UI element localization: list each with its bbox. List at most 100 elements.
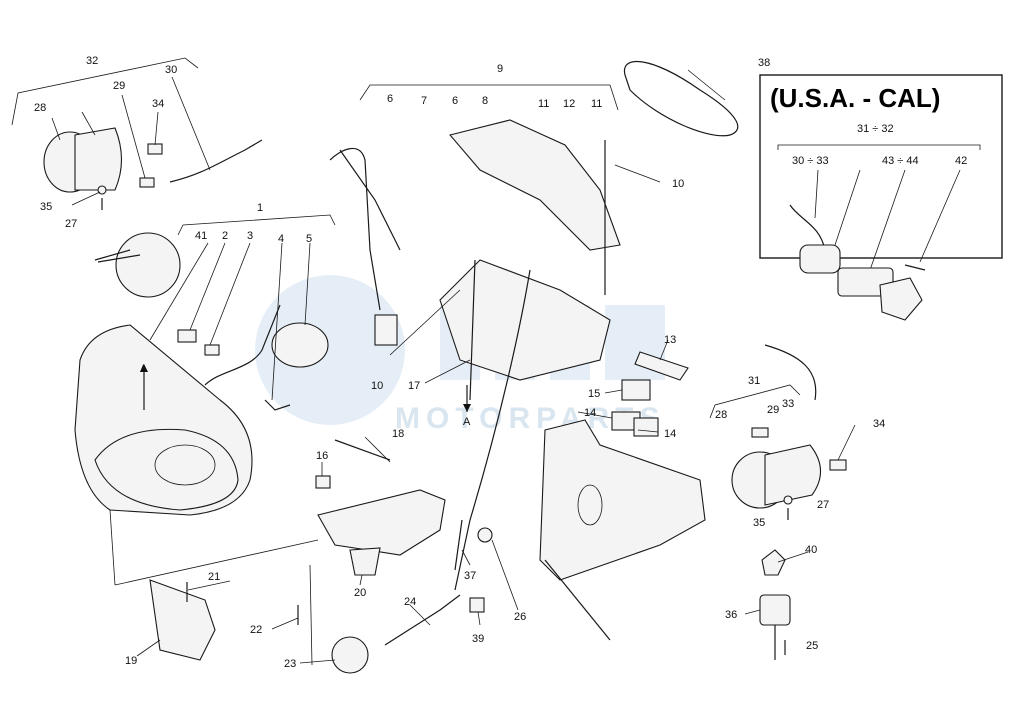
indicator-left-group (11, 57, 263, 210)
callout-28-right: 28 (715, 409, 727, 421)
indicator-housing-right-icon (764, 444, 822, 506)
callout-6-a: 6 (387, 93, 393, 105)
nut-34-icon (147, 143, 163, 155)
ignition-switch-36-icon (759, 594, 791, 626)
inset-label-c: 42 (955, 155, 967, 167)
callout-11-a: 11 (538, 98, 549, 110)
mount-bracket-icon (317, 489, 446, 556)
speedo-cable-icon (454, 269, 531, 591)
callout-9: 9 (497, 63, 503, 75)
callout-10-a: 10 (672, 178, 684, 190)
frame-section (539, 419, 706, 641)
inset-label-a: 30 ÷ 33 (792, 155, 829, 167)
arrow-a2-label: A (463, 416, 471, 428)
callout-24: 24 (404, 596, 416, 608)
callout-20: 20 (354, 587, 366, 599)
lower-mounts (109, 439, 493, 674)
wiring-loom-icon (329, 147, 381, 311)
callout-18: 18 (392, 428, 404, 440)
headlight-bulb-cover-5-icon (271, 322, 329, 368)
callout-34-left: 34 (152, 98, 164, 110)
callout-29-left: 29 (113, 80, 125, 92)
key-40-icon (761, 549, 786, 576)
callout-1: 1 (257, 202, 263, 214)
callout-10-b: 10 (371, 380, 383, 392)
callout-35-left: 35 (40, 201, 52, 213)
callout-8: 8 (482, 95, 488, 107)
callout-19: 19 (125, 655, 137, 667)
inset-label-b: 43 ÷ 44 (882, 155, 919, 167)
callout-2: 2 (222, 230, 228, 242)
bracket-20-icon (349, 547, 381, 576)
callout-30: 30 (165, 64, 177, 76)
relay-14b-icon (633, 417, 659, 437)
callout-38: 38 (758, 57, 770, 69)
inset-lens-icon (879, 277, 923, 321)
callout-37: 37 (464, 570, 476, 582)
callout-27-left: 27 (65, 218, 77, 230)
nut-26-icon (477, 527, 493, 543)
callout-11-b: 11 (591, 98, 602, 110)
callout-34-right: 34 (873, 418, 885, 430)
bracket-17-icon (439, 259, 611, 381)
washer-35-right-icon (783, 495, 793, 505)
wire-harness-headlight-icon (204, 304, 281, 386)
headlight-connector-icon (94, 249, 141, 263)
callout-35-right: 35 (753, 517, 765, 529)
callout-6-b: 6 (452, 95, 458, 107)
cover-19-icon (149, 579, 216, 661)
callout-7: 7 (421, 95, 427, 107)
callout-13: 13 (664, 334, 676, 346)
connector-4-icon (264, 399, 291, 411)
headlight-rim-icon (115, 232, 181, 298)
ignition-group (759, 549, 791, 660)
wire-33-icon (764, 344, 817, 401)
inset-label-group: 31 ÷ 32 (857, 123, 894, 135)
horn-23-icon (331, 636, 369, 674)
inset-wire-icon (789, 204, 826, 251)
bulb-2-icon (177, 329, 197, 343)
callout-39: 39 (472, 633, 484, 645)
callout-15: 15 (588, 388, 600, 400)
callout-labels: 32 30 29 34 28 35 27 1 41 2 3 4 5 A 9 6 … (34, 55, 885, 670)
rubber-16-icon (315, 475, 331, 489)
watermark-globe-icon (255, 275, 405, 425)
bulb-3-icon (204, 344, 220, 356)
callout-31: 31 (748, 375, 760, 387)
callout-3: 3 (247, 230, 253, 242)
usa-cal-inset: (U.S.A. - CAL) 31 ÷ 32 30 ÷ 33 43 ÷ 44 4… (759, 74, 1003, 321)
stud-icon (469, 259, 476, 401)
relay-bracket-13-icon (634, 351, 689, 381)
cable-24-icon (384, 594, 461, 646)
callout-4: 4 (278, 233, 284, 245)
spring-37-icon (454, 519, 463, 571)
callout-14-b: 14 (664, 428, 676, 440)
callout-5: 5 (306, 233, 312, 245)
indicator-housing-left-icon (74, 127, 122, 191)
frame-icon (539, 419, 706, 581)
relay-15-icon (621, 379, 651, 401)
callout-28-left: 28 (34, 102, 46, 114)
callout-26: 26 (514, 611, 526, 623)
inset-screw-icon (904, 264, 926, 271)
nut-34-right-icon (829, 459, 847, 471)
callout-33: 33 (782, 398, 794, 410)
callout-21: 21 (208, 571, 220, 583)
arrow-a1-label: A (140, 363, 148, 375)
callout-12: 12 (563, 98, 575, 110)
indicator-right-group (709, 344, 847, 520)
callout-14-a: 14 (584, 407, 596, 419)
connector-plug-icon (374, 314, 398, 346)
belt-38-icon (623, 60, 739, 137)
dashboard-group (329, 84, 621, 591)
relay-group (611, 351, 689, 437)
callout-29-right: 29 (767, 404, 779, 416)
callout-41: 41 (195, 230, 207, 242)
bulb-29-icon (139, 177, 155, 188)
callout-22: 22 (250, 624, 262, 636)
leader-lines (51, 69, 856, 664)
callout-40: 40 (805, 544, 817, 556)
bolt-18-icon (334, 439, 391, 461)
arrow-markers (140, 364, 471, 412)
